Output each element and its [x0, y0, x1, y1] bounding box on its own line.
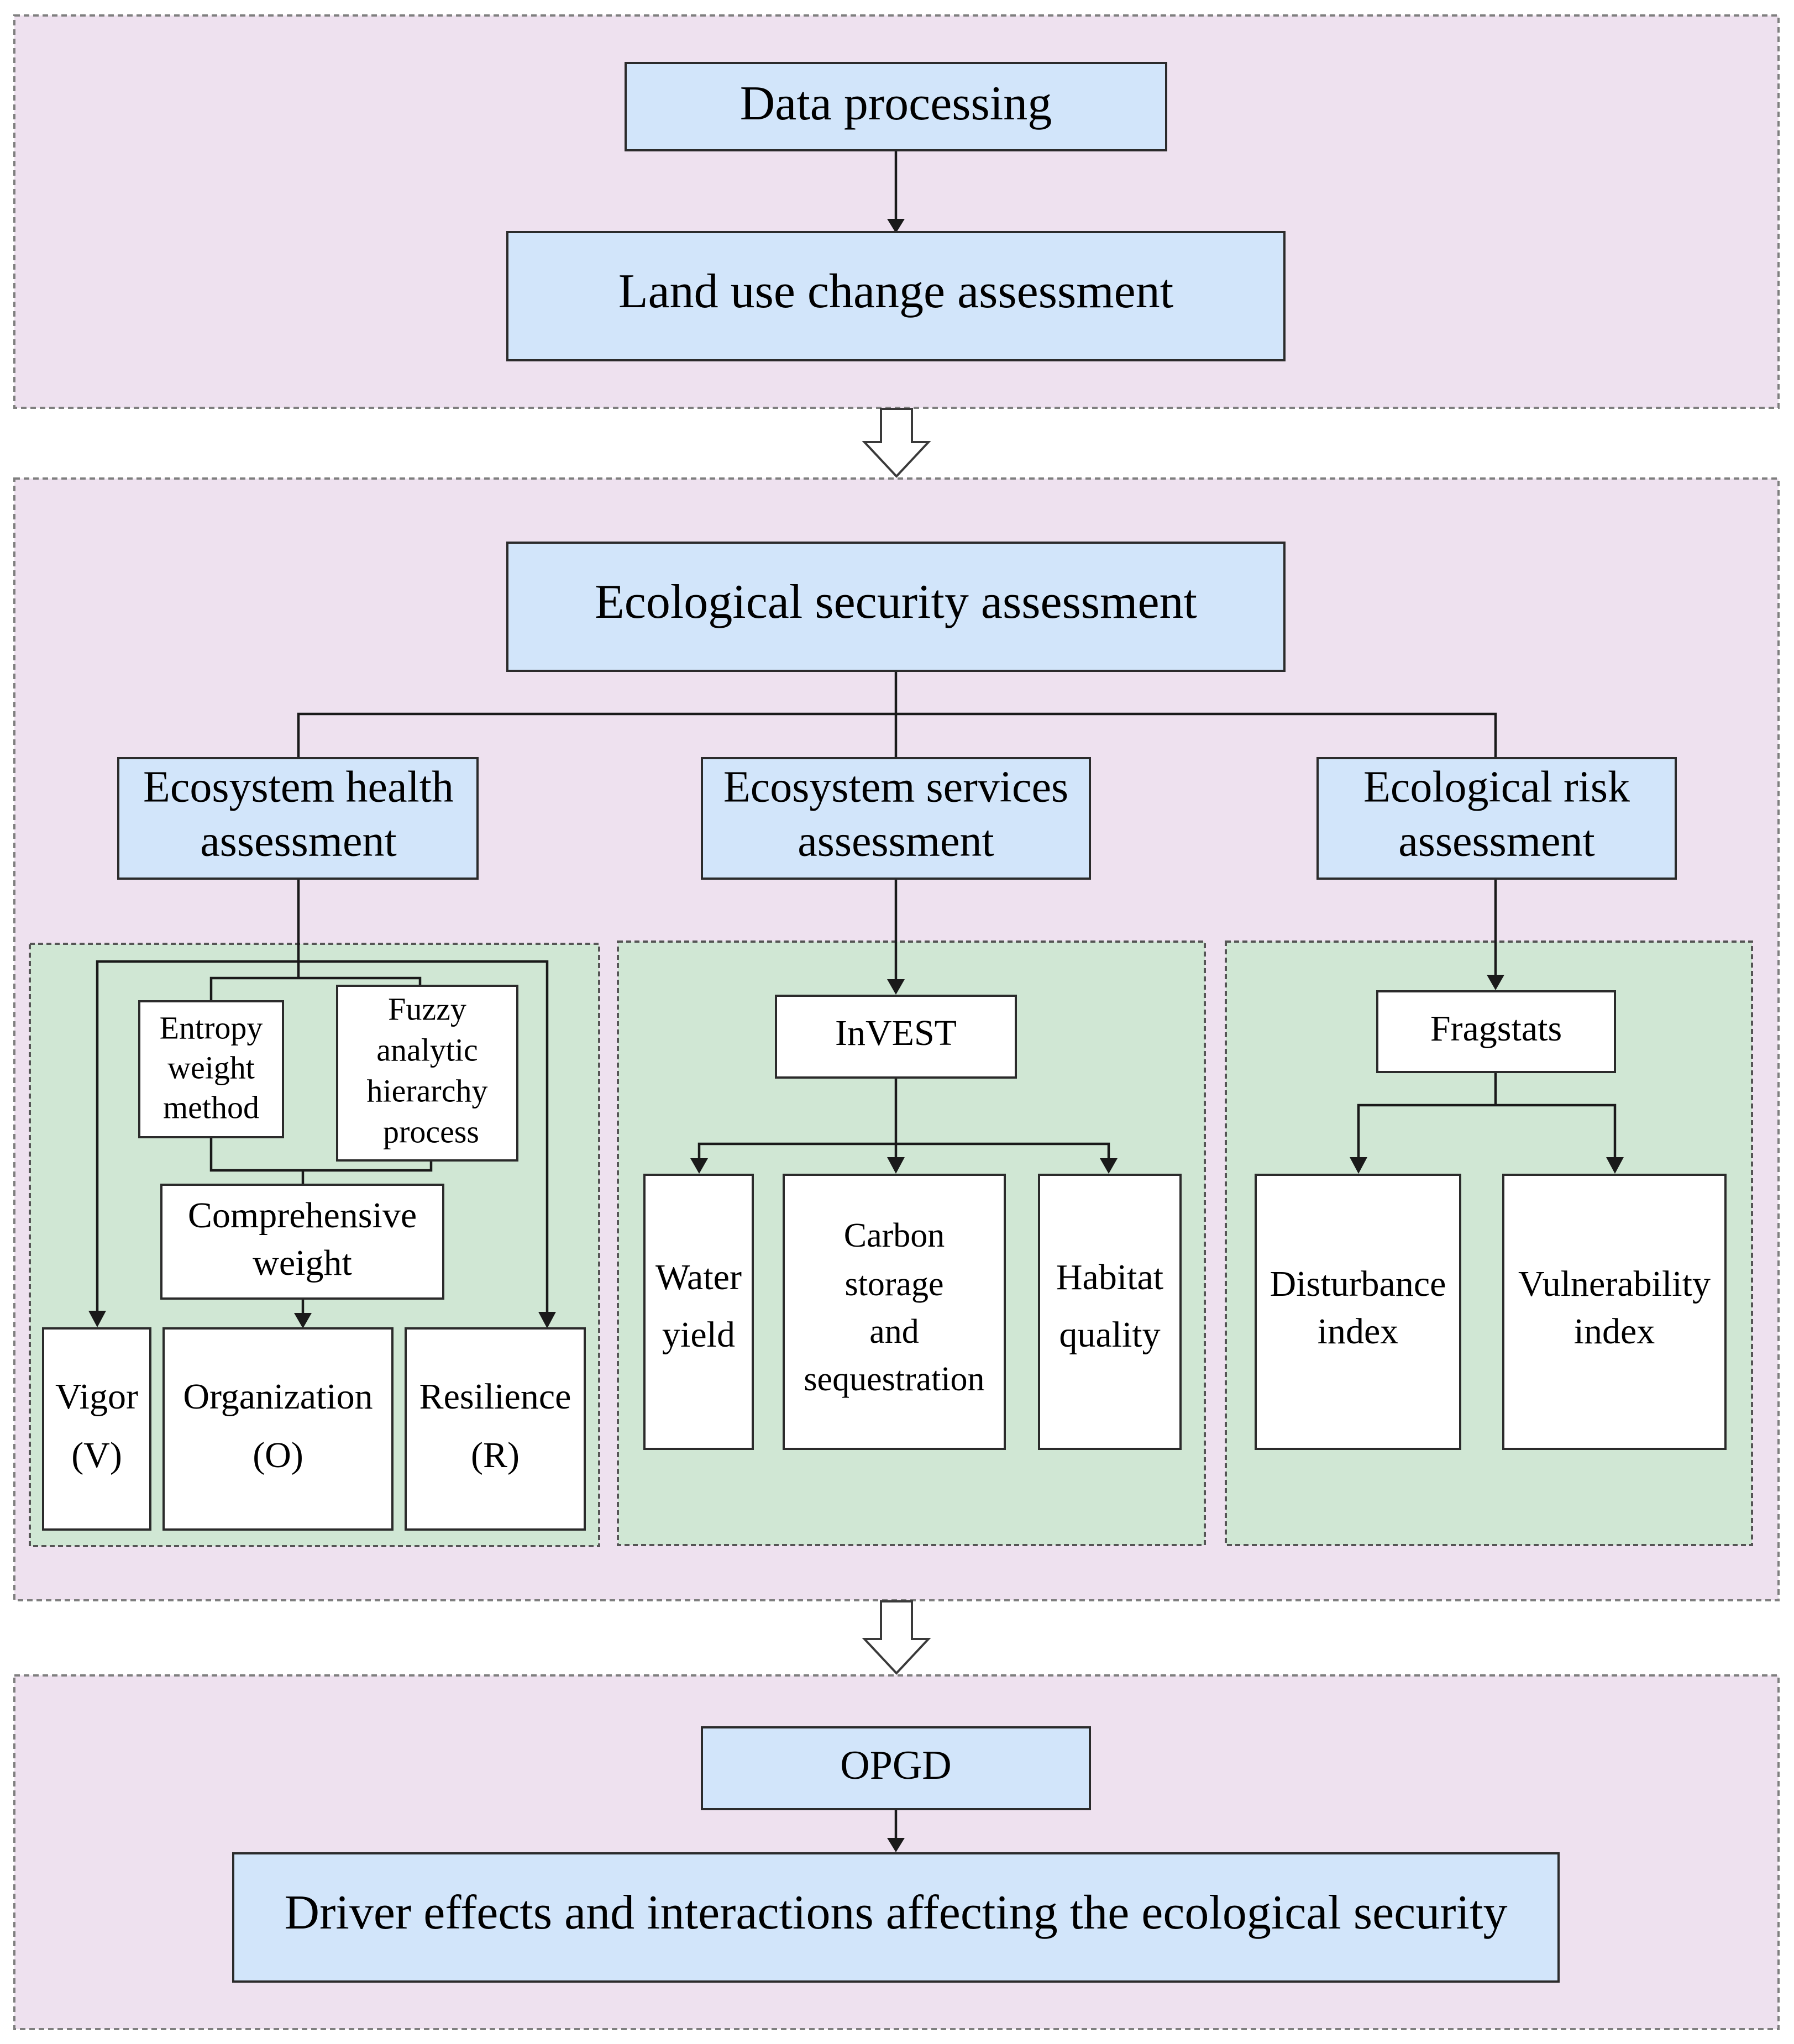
- carbon-line4: sequestration: [804, 1360, 984, 1398]
- opgd-box: OPGD: [701, 1726, 1091, 1810]
- organization-line2: (O): [253, 1435, 303, 1475]
- vulnerability-line2: index: [1574, 1311, 1655, 1352]
- carbon-line2: storage: [844, 1265, 943, 1303]
- ecosystem-services-box: Ecosystem services assessment: [701, 757, 1091, 880]
- vulnerability-line1: Vulnerability: [1518, 1264, 1711, 1304]
- ecosystem-services-line1: Ecosystem services: [723, 763, 1068, 811]
- fragstats-label: Fragstats: [1430, 1008, 1562, 1049]
- habitat-quality-box: Habitat quality: [1038, 1174, 1182, 1450]
- vigor-line2: (V): [71, 1435, 122, 1475]
- water-yield-line2: yield: [662, 1315, 735, 1355]
- organization-box: Organization (O): [162, 1327, 394, 1531]
- resilience-box: Resilience (R): [405, 1327, 586, 1531]
- ecological-security-box: Ecological security assessment: [506, 542, 1286, 672]
- fuzzy-line4: process: [383, 1113, 479, 1149]
- fuzzy-line3: hierarchy: [367, 1073, 488, 1108]
- organization-line1: Organization: [183, 1376, 373, 1417]
- stage2-to-stage3-arrow: [862, 1600, 931, 1675]
- vigor-line1: Vigor: [55, 1376, 138, 1417]
- land-use-change-label: Land use change assessment: [618, 265, 1173, 318]
- resilience-line1: Resilience: [419, 1376, 571, 1417]
- comprehensive-line2: weight: [253, 1243, 352, 1283]
- opgd-label: OPGD: [840, 1743, 951, 1788]
- fuzzy-line2: analytic: [376, 1032, 478, 1068]
- resilience-line2: (R): [471, 1435, 520, 1475]
- fuzzy-line1: Fuzzy: [388, 991, 466, 1027]
- water-yield-box: Water yield: [643, 1174, 754, 1450]
- land-use-change-box: Land use change assessment: [506, 231, 1286, 361]
- invest-label: InVEST: [835, 1013, 957, 1053]
- comprehensive-weight-box: Comprehensive weight: [160, 1184, 444, 1300]
- connectors: [88, 150, 1624, 1852]
- ecosystem-health-box: Ecosystem health assessment: [117, 757, 479, 880]
- entropy-line3: method: [163, 1089, 259, 1125]
- disturbance-index-box: Disturbance index: [1255, 1174, 1461, 1450]
- comprehensive-line1: Comprehensive: [188, 1195, 417, 1236]
- ecological-risk-line1: Ecological risk: [1363, 763, 1630, 811]
- fragstats-box: Fragstats: [1376, 990, 1616, 1073]
- entropy-line1: Entropy: [160, 1010, 263, 1045]
- data-processing-label: Data processing: [740, 77, 1052, 130]
- water-yield-line1: Water: [655, 1257, 742, 1297]
- habitat-line1: Habitat: [1056, 1257, 1163, 1297]
- vigor-box: Vigor (V): [42, 1327, 151, 1531]
- entropy-weight-box: Entropy weight method: [138, 1000, 284, 1138]
- data-processing-box: Data processing: [625, 62, 1167, 151]
- ecological-risk-line2: assessment: [1398, 817, 1595, 865]
- habitat-line2: quality: [1059, 1315, 1160, 1355]
- fuzzy-ahp-box: Fuzzy analytic hierarchy process: [336, 985, 518, 1162]
- invest-box: InVEST: [775, 995, 1017, 1079]
- driver-effects-box: Driver effects and interactions affectin…: [232, 1852, 1560, 1983]
- disturbance-line2: index: [1318, 1311, 1399, 1352]
- ecosystem-services-line2: assessment: [798, 817, 994, 865]
- vulnerability-index-box: Vulnerability index: [1502, 1174, 1727, 1450]
- carbon-storage-box: Carbon storage and sequestration: [783, 1174, 1006, 1450]
- ecosystem-health-line1: Ecosystem health: [143, 763, 454, 811]
- stage1-to-stage2-arrow: [862, 408, 931, 478]
- ecological-risk-box: Ecological risk assessment: [1316, 757, 1677, 880]
- carbon-line3: and: [869, 1313, 919, 1351]
- entropy-line2: weight: [167, 1049, 255, 1085]
- disturbance-line1: Disturbance: [1270, 1264, 1446, 1304]
- ecosystem-health-line2: assessment: [200, 817, 397, 865]
- carbon-line1: Carbon: [844, 1217, 945, 1254]
- driver-effects-label: Driver effects and interactions affectin…: [285, 1886, 1508, 1940]
- ecological-security-label: Ecological security assessment: [595, 575, 1197, 629]
